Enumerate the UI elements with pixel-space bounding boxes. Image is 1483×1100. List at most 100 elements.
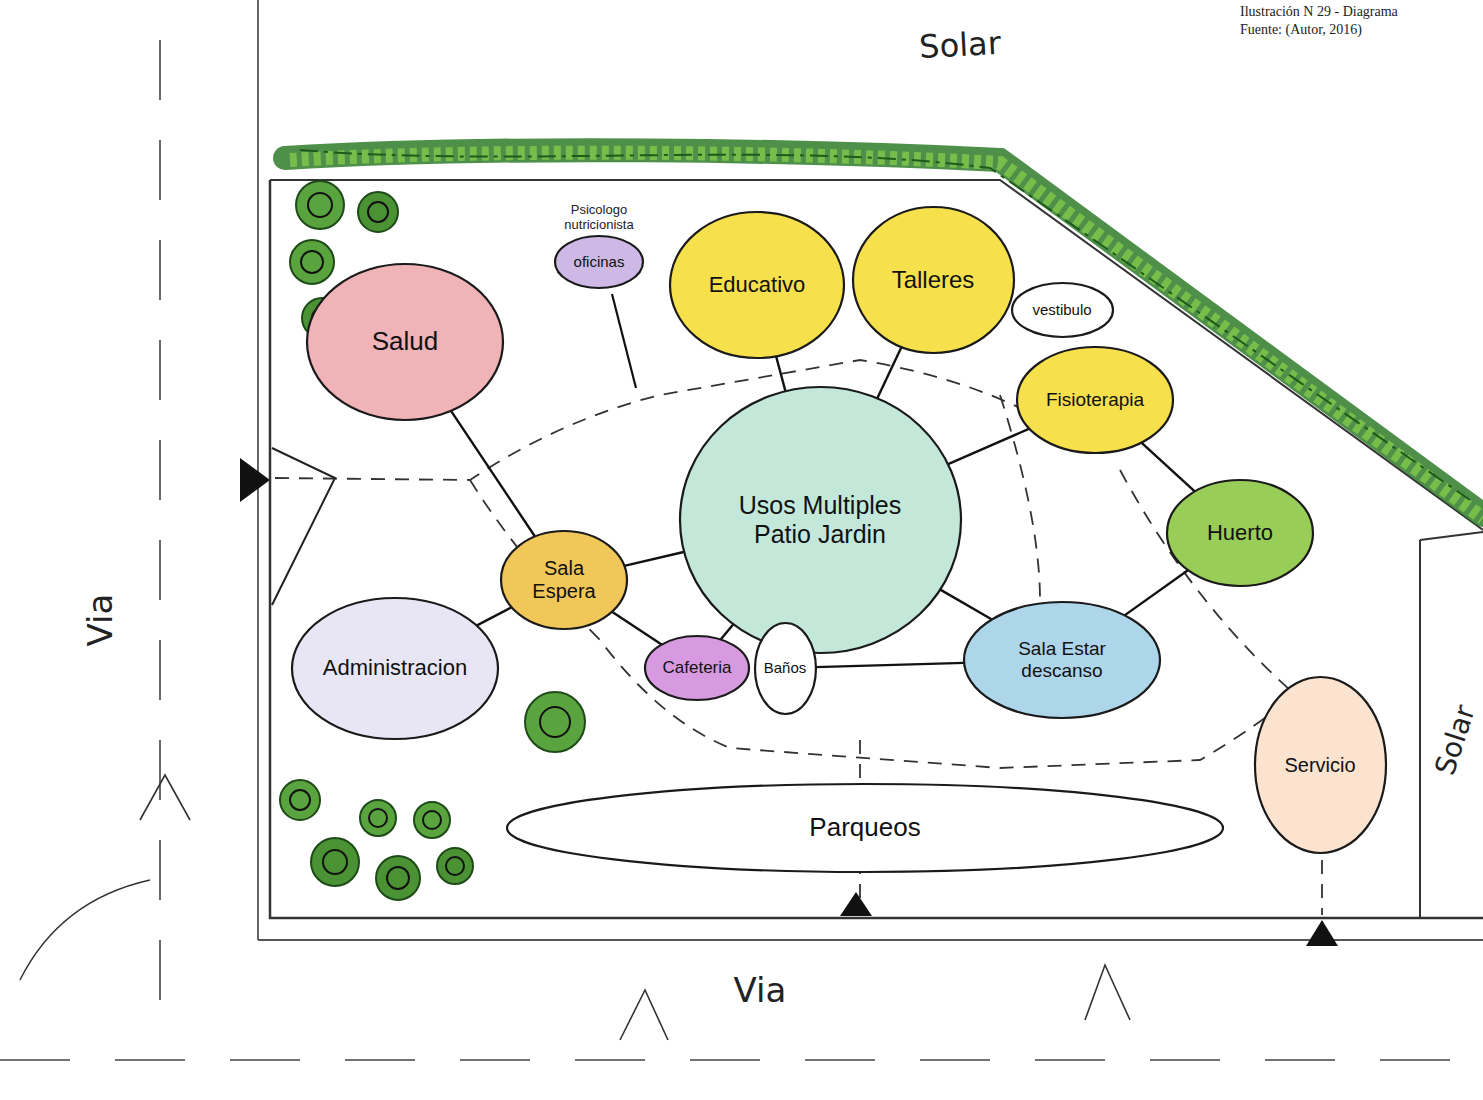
tree xyxy=(358,192,398,232)
entry-lines xyxy=(272,448,335,605)
admin-zone: Administracion xyxy=(290,596,500,741)
tree xyxy=(360,800,396,836)
bubble-label: Parqueos xyxy=(809,813,920,843)
service-zone: Servicio xyxy=(1253,675,1388,855)
tree xyxy=(290,790,310,810)
site-label: Solar xyxy=(1428,701,1481,779)
parking-zone: Parqueos xyxy=(505,782,1225,874)
site-boundary xyxy=(1420,532,1483,540)
entry-triangle xyxy=(840,892,872,916)
bubble-label: Servicio xyxy=(1284,754,1355,777)
tree xyxy=(311,838,359,886)
relation-line xyxy=(940,589,992,619)
bubble-text: Sala Estar descanso xyxy=(997,638,1127,682)
circulation-path xyxy=(275,360,1322,915)
bubble-text: Servicio xyxy=(1284,754,1355,777)
tree xyxy=(369,809,387,827)
site-label: Solar xyxy=(918,24,1001,66)
bubble-text: Salud xyxy=(372,327,439,357)
bubble-label: oficinas xyxy=(574,253,625,270)
bubble-shape xyxy=(853,207,1014,353)
bubble-label: Patio Jardin xyxy=(739,520,902,549)
bubble-text: Talleres xyxy=(892,266,975,294)
bubble-label: Sala Espera xyxy=(528,557,600,603)
bubble-heading: Psicologo nutricionista xyxy=(543,203,655,232)
tree xyxy=(296,181,344,229)
bubble-text: Usos MultiplesPatio Jardin xyxy=(739,491,902,549)
health-zone: Salud xyxy=(305,262,505,422)
traffic-arrow xyxy=(140,775,190,820)
tree xyxy=(368,202,388,222)
tree xyxy=(323,850,347,874)
bubble-label: Baños xyxy=(764,659,807,676)
figure-source: Fuente: (Autor, 2016) xyxy=(1240,22,1362,38)
bubble-text: Educativo xyxy=(709,272,806,297)
garden-zone: Huerto xyxy=(1165,478,1315,588)
bubble-text: vestibulo xyxy=(1032,301,1091,318)
relation-line xyxy=(776,356,785,391)
bubble-shape xyxy=(964,602,1160,718)
tree xyxy=(280,780,320,820)
bubble-label: Usos Multiples xyxy=(739,491,902,520)
entry-triangle xyxy=(1306,920,1338,946)
workshop-zone: Talleres xyxy=(851,205,1016,355)
bubble-shape xyxy=(555,236,643,288)
office-zone: Psicologo nutricionistaoficinas xyxy=(553,234,645,290)
tree xyxy=(423,811,441,829)
bubble-text: Baños xyxy=(764,659,807,676)
bubble-label: Salud xyxy=(372,327,439,357)
road-centerline xyxy=(159,40,161,1010)
relation-line xyxy=(624,552,683,566)
bubble-shape xyxy=(1012,283,1113,337)
bubble-text: Fisioterapia xyxy=(1046,389,1144,411)
bubble-shape xyxy=(501,531,627,629)
bubble-text: Cafeteria xyxy=(663,658,732,678)
bubble-shape xyxy=(1167,480,1313,586)
lounge-zone: Sala Estar descanso xyxy=(962,600,1162,720)
bubble-shape xyxy=(292,598,498,739)
bubble-text: oficinas xyxy=(574,253,625,270)
bubble-label: Cafeteria xyxy=(663,658,732,678)
bubble-shape xyxy=(645,636,749,700)
bubble-shape xyxy=(307,264,503,420)
bubble-shape xyxy=(1017,347,1173,453)
entry-triangle xyxy=(240,458,270,502)
relation-line xyxy=(815,663,964,667)
bubble-text: Huerto xyxy=(1207,520,1273,545)
relation-line xyxy=(877,347,901,398)
bubble-label: Fisioterapia xyxy=(1046,389,1144,411)
site-boundary xyxy=(270,180,1483,918)
waiting-zone: Sala Espera xyxy=(499,529,629,631)
bubble-shape xyxy=(507,784,1223,872)
figure-caption: Ilustración N 29 - Diagrama xyxy=(1240,4,1398,20)
bubble-shape xyxy=(670,212,844,358)
bubble-shape xyxy=(680,387,961,653)
relation-line xyxy=(1125,570,1188,615)
courtyard-zone: Usos MultiplesPatio Jardin xyxy=(678,385,963,655)
traffic-arrow xyxy=(1085,965,1130,1020)
road-label: Via xyxy=(80,594,120,647)
tree xyxy=(446,857,464,875)
tree xyxy=(414,802,450,838)
relation-line xyxy=(721,625,733,640)
tree xyxy=(525,692,585,752)
tree xyxy=(308,193,332,217)
tree xyxy=(301,251,323,273)
relation-line xyxy=(1141,443,1194,492)
bubble-shape xyxy=(1255,677,1386,853)
bubble-shape xyxy=(755,623,816,714)
tree xyxy=(387,867,409,889)
therapy-zone: Fisioterapia xyxy=(1015,345,1175,455)
tree xyxy=(290,240,334,284)
bubble-label: Educativo xyxy=(709,272,806,297)
bubble-text: Parqueos xyxy=(809,813,920,843)
bubble-label: Sala Estar descanso xyxy=(997,638,1127,682)
lobby-zone: vestibulo xyxy=(1010,281,1115,339)
relation-line xyxy=(612,612,662,645)
relation-line xyxy=(948,429,1030,465)
site-boundary xyxy=(1419,540,1421,918)
leader-line xyxy=(612,294,636,388)
traffic-arrow xyxy=(20,880,150,980)
restroom-zone: Baños xyxy=(753,621,818,716)
relation-line xyxy=(477,607,512,625)
